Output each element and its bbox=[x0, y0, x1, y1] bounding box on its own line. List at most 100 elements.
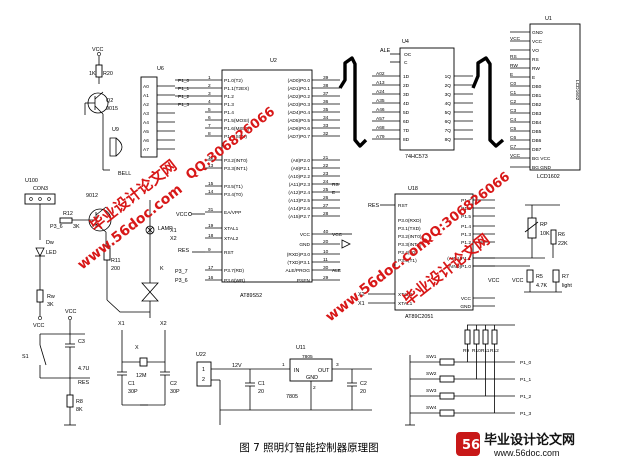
u2-left-pin: P3.4(T0) bbox=[224, 192, 243, 198]
k-label: K bbox=[160, 266, 164, 272]
r5-value: 4.7K bbox=[536, 283, 547, 289]
reset-circuit: VCC S1 C3 4.7U RES R8 8K bbox=[22, 309, 90, 426]
u4-d-pin: 6D bbox=[403, 119, 410, 125]
x2-label: X2 bbox=[160, 321, 167, 327]
u18-left-pin: P3.5(T1) bbox=[398, 258, 417, 264]
u2-left-pin-num: 8 bbox=[208, 131, 211, 137]
u2-right-pin-num: 34 bbox=[323, 115, 329, 121]
u1-pin: DB4 bbox=[532, 120, 542, 126]
u2-right-net: VCC bbox=[332, 232, 343, 238]
u18-body bbox=[394, 193, 474, 311]
u4-d-pin: 3D bbox=[403, 92, 410, 98]
u4-q-pin: 2Q bbox=[445, 83, 452, 89]
u1-pin: BG GND bbox=[532, 165, 551, 171]
u2-left-pin-num: 12 bbox=[208, 155, 214, 161]
u4-input-net: A13 bbox=[376, 80, 385, 86]
u1-net: C7 bbox=[510, 144, 516, 150]
u1-pin: DB6 bbox=[532, 138, 542, 144]
r6-label: R6 bbox=[558, 232, 565, 238]
u2-left-pin: P3.6(WR) bbox=[224, 278, 245, 284]
u11-part-bottom: 7805 bbox=[286, 394, 298, 400]
u1-pin: DB2 bbox=[532, 102, 542, 108]
u11-pin1: 1 bbox=[282, 362, 285, 368]
u2-right-pin: (AD7)P0.7 bbox=[288, 134, 311, 140]
u2-left-pin-num: 15 bbox=[208, 181, 214, 187]
u2-left-pin: EA/VPP bbox=[224, 210, 241, 216]
u6-net: A5 bbox=[143, 129, 149, 135]
u18-right-pin: P1.5 bbox=[461, 214, 471, 220]
light-sensor: RP 10K R6 22K R5 4.7K R7 light VCC VCC bbox=[473, 204, 572, 293]
switch-label: SW1 bbox=[426, 354, 437, 360]
u11-pin2: 2 bbox=[313, 385, 316, 391]
u1-pin: VO bbox=[532, 48, 539, 54]
u2-left-pin-num: 5 bbox=[208, 107, 211, 113]
u1-pin: DB5 bbox=[532, 129, 542, 135]
p1-net: P1_1 bbox=[178, 86, 190, 92]
c1-value: 30P bbox=[128, 389, 138, 395]
u18-res-net: RES bbox=[368, 203, 379, 209]
logo-name: 毕业设计论文网 bbox=[484, 432, 575, 448]
gnd-arrow-icon bbox=[341, 239, 351, 249]
u2-x2-net: X2 bbox=[170, 236, 177, 242]
u2-right-pin: (A9)P2.1 bbox=[291, 166, 310, 172]
u18-right-pin: P1.3 bbox=[461, 232, 471, 238]
u4-body bbox=[399, 47, 455, 151]
u2-left-pin: RST bbox=[224, 250, 234, 256]
u1-pin: DB0 bbox=[532, 84, 542, 90]
u18-label: U18 bbox=[408, 186, 418, 192]
u2-body bbox=[221, 69, 313, 283]
bell-label: BELL bbox=[118, 171, 131, 177]
switch-p1-net: P1_3 bbox=[520, 411, 532, 417]
u2-right-net: RS bbox=[332, 182, 339, 188]
p1-net-labels: P1_0P1_1P1_2P1_3 bbox=[175, 78, 205, 108]
r7-label: R7 bbox=[562, 274, 569, 280]
s1-label: S1 bbox=[22, 354, 29, 360]
u1-pin: DB1 bbox=[532, 93, 542, 99]
u2-left-pin: P3.2(INT0) bbox=[224, 158, 248, 164]
logo-url: www.56doc.com bbox=[493, 448, 560, 458]
u4-input-net: A02 bbox=[376, 71, 385, 77]
u2-right-pin-num: 23 bbox=[323, 171, 329, 177]
u18-left-pin: P3.2(INT0) bbox=[398, 234, 422, 240]
u22-12v: 12V bbox=[232, 363, 242, 369]
u18-right-pin: P1.6 bbox=[461, 206, 471, 212]
u4-q-pin: 5Q bbox=[445, 110, 452, 116]
u4-q-pin: 1Q bbox=[445, 74, 452, 80]
lamp-driver: U100 CON3 R12 P3_6 3K 9012 Dw LED Rw 3K … bbox=[24, 178, 173, 329]
u4-q-pin: 7Q bbox=[445, 128, 452, 134]
r20-value: 1K bbox=[89, 71, 96, 77]
u4-q-pin: 4Q bbox=[445, 101, 452, 107]
ps-c2-value: 20 bbox=[360, 389, 366, 395]
c3-value: 4.7U bbox=[78, 366, 89, 372]
u11-label: U11 bbox=[296, 345, 306, 351]
u2-left-pin: P1.1(T2EX) bbox=[224, 86, 249, 92]
u2-left-pin: P1.2 bbox=[224, 94, 234, 100]
rp-label: RP bbox=[540, 222, 548, 228]
c2-value: 30P bbox=[170, 389, 180, 395]
pullup-label: R9 bbox=[463, 348, 469, 354]
led-diode-icon bbox=[35, 247, 45, 257]
u18-right-pin: GND bbox=[460, 304, 471, 310]
u18-left-pin: P3.0(RXD) bbox=[398, 218, 422, 224]
u2-right-pin: VCC bbox=[300, 232, 311, 238]
u1-pin: DB3 bbox=[532, 111, 542, 117]
p1-net: P1_0 bbox=[178, 78, 190, 84]
u2-left-pin-num: 6 bbox=[208, 115, 211, 121]
switch-label: SW3 bbox=[426, 388, 437, 394]
u2-left-pin-num: 16 bbox=[208, 275, 214, 281]
u18-left-pin: RST bbox=[398, 203, 408, 209]
rp-value: 10K bbox=[540, 231, 550, 237]
r11-value: 200 bbox=[111, 266, 120, 272]
triac-icon bbox=[141, 282, 159, 293]
u2-part: AT89S52 bbox=[240, 293, 262, 299]
u2-right-pin-num: 32 bbox=[323, 131, 329, 137]
u4-d-pin: 5D bbox=[403, 110, 410, 116]
reset-vcc: VCC bbox=[65, 309, 76, 315]
u4-input-net: A35 bbox=[376, 98, 385, 104]
u4-input-net: A68 bbox=[376, 125, 385, 131]
u2-left-pin: P3.7(RD) bbox=[224, 268, 244, 274]
u18-left-pin: XTAL2 bbox=[398, 292, 413, 298]
x-value: 12M bbox=[136, 373, 147, 379]
u18-right-pin: P1.4 bbox=[461, 224, 471, 230]
dw-label: Dw bbox=[46, 240, 54, 246]
